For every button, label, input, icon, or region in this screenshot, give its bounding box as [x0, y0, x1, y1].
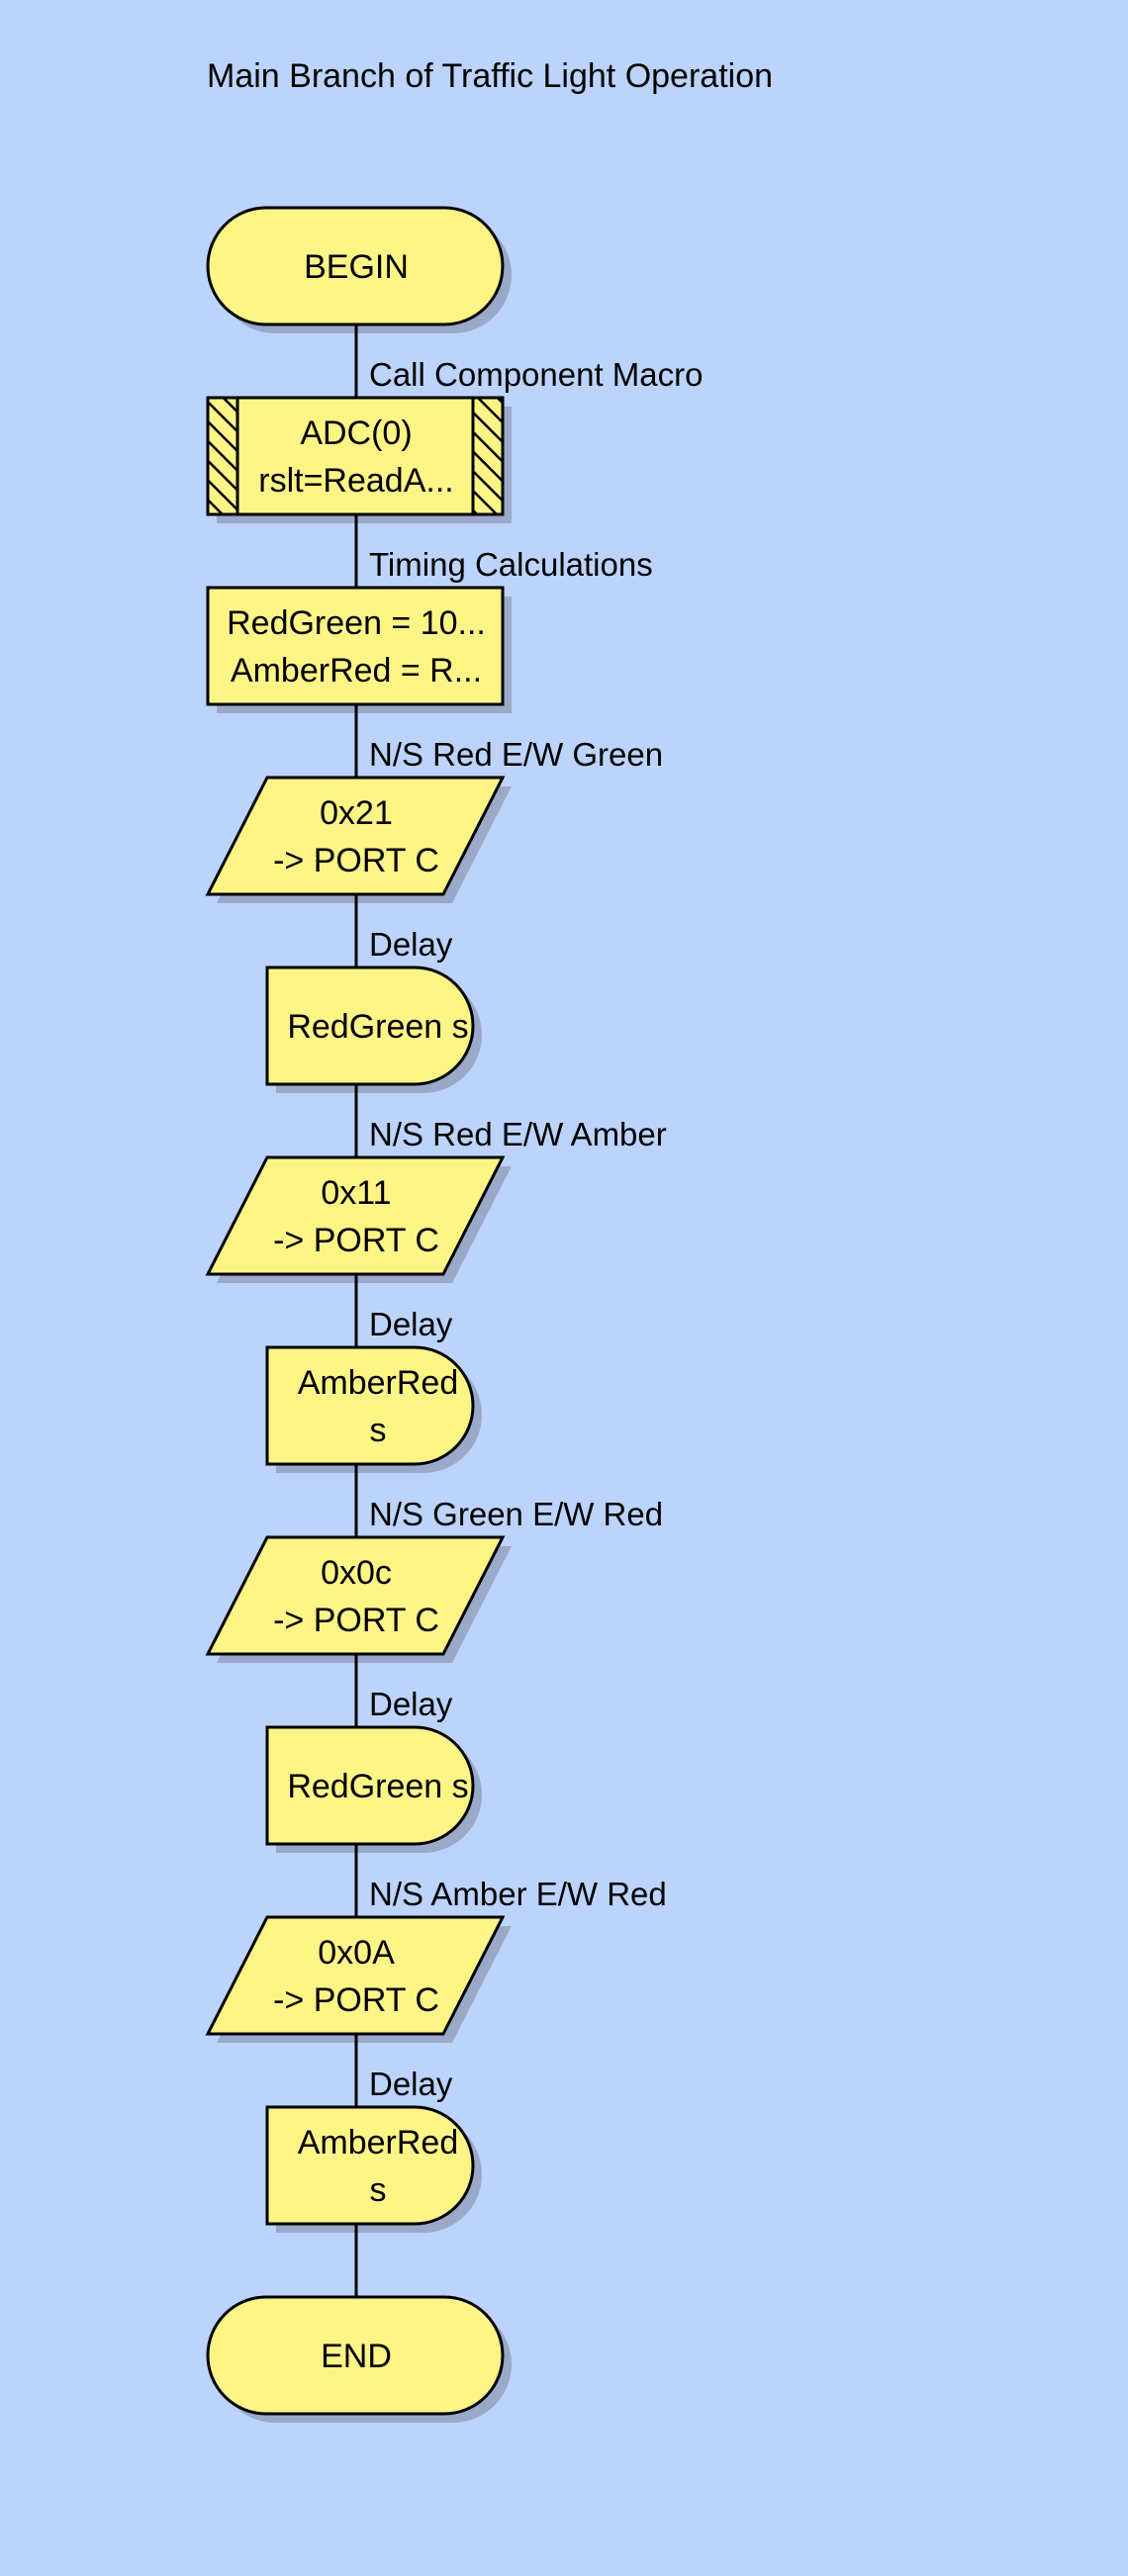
delay-1-caption: Delay — [369, 926, 453, 963]
output-2-caption: N/S Red E/W Amber — [369, 1116, 667, 1152]
output-3-text-line: -> PORT C — [273, 1602, 439, 1639]
end-text-line: END — [321, 2338, 392, 2375]
output-1-text-line: 0x21 — [320, 794, 393, 832]
output-3-text-line: 0x0c — [321, 1554, 392, 1592]
call-macro-hatch-right — [471, 396, 505, 516]
delay-3-shape — [265, 1725, 475, 1846]
delay-2-text-line: s — [370, 1412, 387, 1449]
call-macro-caption: Call Component Macro — [369, 356, 703, 393]
delay-4-text-line: s — [370, 2171, 387, 2209]
delay-3-caption: Delay — [369, 1686, 453, 1722]
begin-shape — [206, 206, 505, 326]
output-3-shape — [205, 1535, 506, 1656]
output-1-text-line: -> PORT C — [273, 842, 439, 879]
delay-4-text-line: AmberRed — [298, 2124, 459, 2162]
output-4-caption: N/S Amber E/W Red — [369, 1876, 667, 1912]
end-shape — [206, 2295, 505, 2416]
delay-2-text-line: AmberRed — [298, 1364, 459, 1402]
delay-1-text-line: RedGreen s — [287, 1008, 468, 1046]
delay-2-caption: Delay — [369, 1306, 453, 1342]
delay-2-shape — [265, 1345, 475, 1466]
call-macro-text-line: rslt=ReadA... — [258, 462, 453, 500]
timing-calc-caption: Timing Calculations — [369, 546, 653, 583]
timing-calc-shape — [206, 586, 505, 706]
diagram-title: Main Branch of Traffic Light Operation — [207, 57, 774, 95]
call-macro-text-line: ADC(0) — [300, 414, 412, 452]
delay-1-shape — [265, 966, 475, 1086]
output-1-caption: N/S Red E/W Green — [369, 736, 663, 773]
output-3-caption: N/S Green E/W Red — [369, 1496, 663, 1532]
call-macro-hatch-left — [206, 396, 239, 516]
output-4-shape — [205, 1915, 506, 2036]
output-4-text-line: 0x0A — [318, 1934, 395, 1972]
begin-text-line: BEGIN — [304, 248, 409, 286]
delay-4-shape — [265, 2105, 475, 2226]
output-2-text-line: 0x11 — [321, 1174, 391, 1212]
output-2-shape — [205, 1155, 506, 1276]
output-2-text-line: -> PORT C — [273, 1222, 439, 1259]
delay-4-caption: Delay — [369, 2066, 453, 2102]
output-1-shape — [205, 776, 506, 896]
timing-calc-text-line: RedGreen = 10... — [227, 604, 486, 642]
timing-calc-text-line: AmberRed = R... — [231, 652, 482, 690]
delay-3-text-line: RedGreen s — [287, 1768, 468, 1805]
output-4-text-line: -> PORT C — [273, 1981, 439, 2019]
